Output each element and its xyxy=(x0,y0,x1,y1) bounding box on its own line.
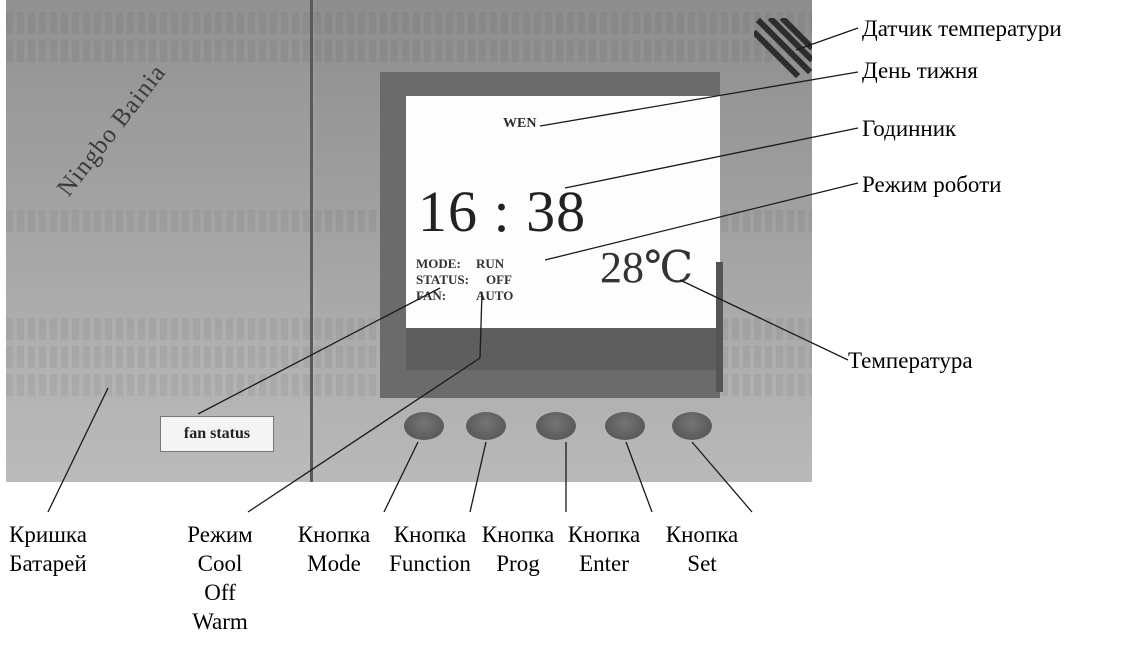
callout-temp-sensor: Датчик температури xyxy=(862,16,1062,41)
prog-button[interactable] xyxy=(536,412,576,440)
background-text-ghost xyxy=(6,12,812,34)
fan-status-tag: fan status xyxy=(160,416,274,452)
set-button[interactable] xyxy=(672,412,712,440)
background-text-ghost xyxy=(6,40,812,62)
display-bottom-bar xyxy=(406,328,720,370)
callout-run-mode: Режим роботи xyxy=(862,172,1002,197)
callout-temperature: Температура xyxy=(848,348,973,373)
fan-value: AUTO xyxy=(476,288,514,303)
enter-button[interactable] xyxy=(605,412,645,440)
label-function-button: Кнопка Function xyxy=(389,522,471,576)
temperature-sensor-vent-icon xyxy=(754,18,812,79)
callout-clock: Годинник xyxy=(862,116,957,141)
callout-weekday: День тижня xyxy=(862,58,978,83)
weekday-readout: WEN xyxy=(503,116,537,131)
function-button[interactable] xyxy=(466,412,506,440)
label-battery-cover: Кришка Батарей xyxy=(9,522,87,576)
side-slot xyxy=(716,262,723,392)
status-key: STATUS: xyxy=(416,272,469,287)
panel-seam xyxy=(310,0,313,482)
label-prog-button: Кнопка Prog xyxy=(481,522,555,576)
clock-readout: 16 : 38 xyxy=(418,179,587,244)
label-mode-button: Кнопка Mode xyxy=(297,522,371,576)
label-enter-button: Кнопка Enter xyxy=(567,522,641,576)
mode-key: MODE: xyxy=(416,256,461,271)
mode-value: RUN xyxy=(476,256,505,271)
temperature-readout: 28℃ xyxy=(600,243,694,292)
label-mode-select: Режим Cool Off Warm xyxy=(187,522,253,634)
mode-button[interactable] xyxy=(404,412,444,440)
label-set-button: Кнопка Set xyxy=(665,522,739,576)
fan-key: FAN: xyxy=(416,288,447,303)
status-value: OFF xyxy=(486,272,512,287)
